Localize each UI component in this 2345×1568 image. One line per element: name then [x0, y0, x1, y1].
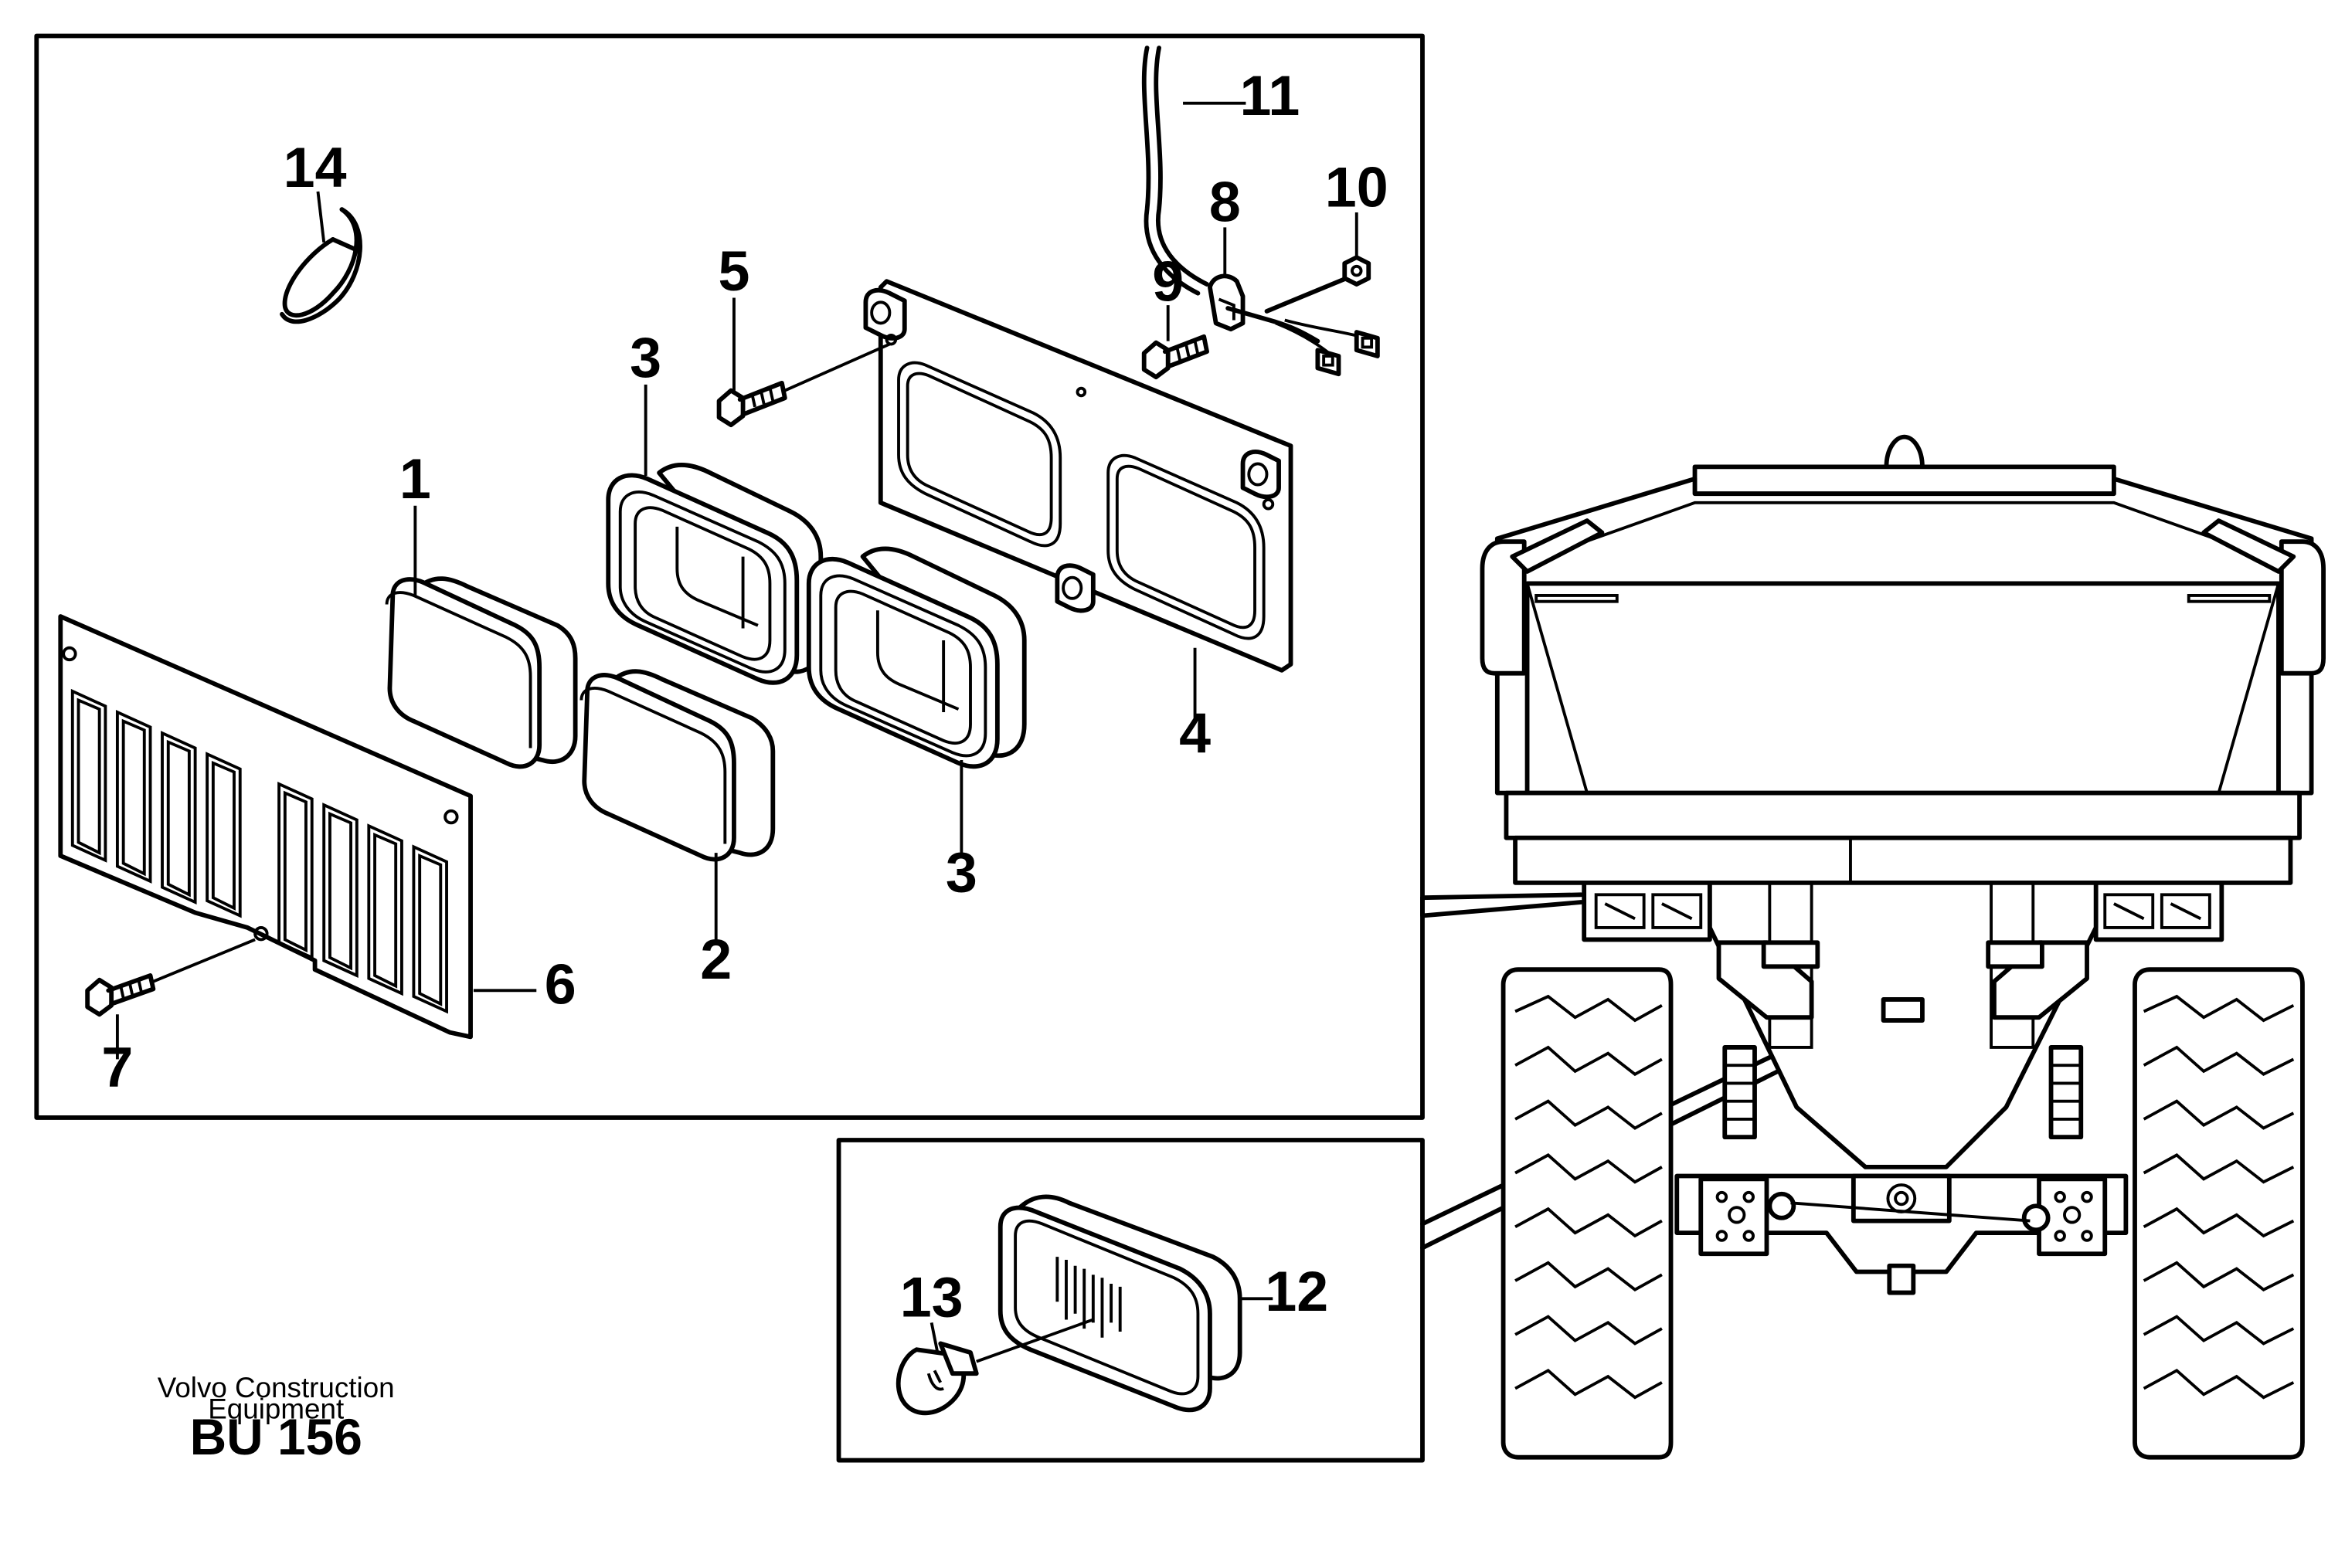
figure-id: BU 156 — [190, 1408, 362, 1465]
callout-9: 9 — [1152, 249, 1184, 313]
right-rear-light-housing — [2093, 880, 2224, 942]
wire-harness — [1225, 273, 1380, 377]
callout-3-lower: 3 — [946, 840, 977, 904]
left-rear-tire — [1500, 967, 1674, 1460]
clamp-part-8 — [1208, 273, 1246, 332]
callout-10: 10 — [1325, 154, 1388, 219]
lamp-lens-pattern — [1055, 1257, 1122, 1338]
lamp-lens-part-2 — [579, 669, 776, 862]
callout-5: 5 — [718, 239, 749, 303]
cable-tie-part-14 — [280, 207, 362, 324]
callout-6: 6 — [545, 952, 576, 1016]
gasket-upper-part-3 — [606, 462, 824, 685]
gasket-lower-part-3 — [806, 546, 1027, 769]
callout-8: 8 — [1209, 170, 1241, 234]
screw-part-5 — [716, 342, 891, 428]
lamp-part-12 — [997, 1194, 1273, 1413]
callout-13: 13 — [900, 1265, 963, 1329]
screw-part-7 — [85, 938, 256, 1017]
callout-3-upper: 3 — [630, 325, 661, 389]
cable-part-11 — [1141, 46, 1209, 296]
bulb-part-13 — [896, 1318, 1094, 1416]
left-rear-light-housing — [1582, 880, 1712, 942]
nut-part-10 — [1342, 255, 1371, 287]
mounting-plate-part-4 — [863, 279, 1293, 673]
lamp-lens-part-1 — [385, 576, 578, 769]
callout-12: 12 — [1265, 1259, 1328, 1323]
callout-labels: 1 2 3 3 4 5 6 7 8 9 10 11 12 13 14 — [101, 63, 1388, 1329]
callout-7: 7 — [101, 1034, 133, 1098]
callout-1: 1 — [399, 446, 431, 511]
bulb-detail-frame — [836, 1138, 1425, 1463]
callout-14: 14 — [284, 135, 347, 199]
credit-line-1: Volvo Construction — [158, 1372, 395, 1403]
screw-part-9 — [1141, 334, 1209, 380]
callout-2: 2 — [700, 927, 732, 991]
right-rear-tire — [2133, 967, 2305, 1460]
grille-panel-part-6 — [58, 614, 473, 1040]
dump-truck-rear-view — [1480, 434, 2326, 1460]
callout-4: 4 — [1179, 701, 1211, 765]
callout-leaders — [115, 101, 1358, 1060]
credit-line-2: Equipment — [208, 1393, 344, 1424]
callout-11: 11 — [1240, 63, 1300, 127]
exploded-view-frame — [34, 33, 1425, 1120]
publisher-credit: Volvo Construction Equipment BU 156 — [158, 1372, 395, 1465]
